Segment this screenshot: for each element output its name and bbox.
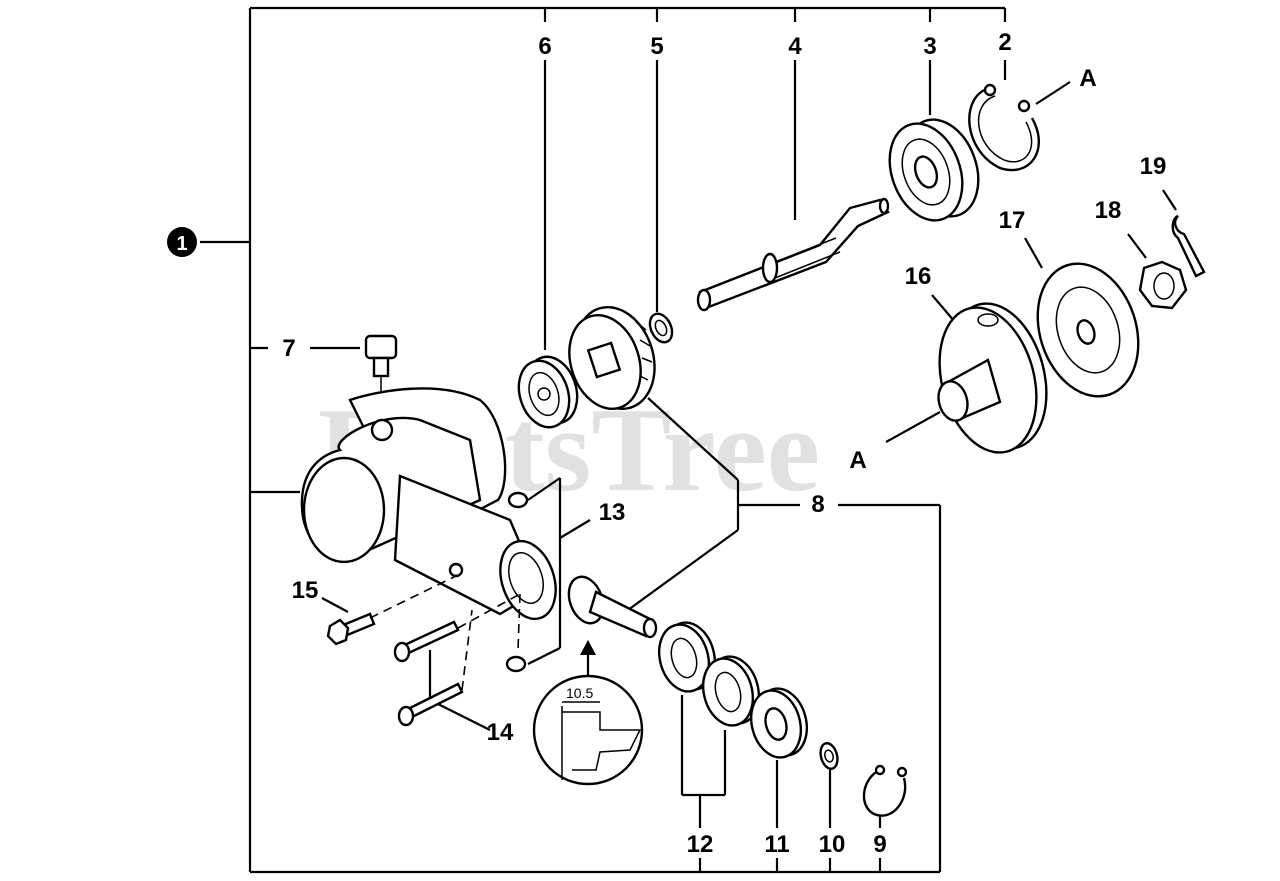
callout-16: 16 (905, 263, 932, 290)
bearing-3 (888, 118, 980, 222)
bearing-6 (517, 355, 579, 429)
cotter-pin-19 (1171, 214, 1206, 278)
bolt-15 (326, 612, 376, 646)
detail-inset: 10.5 (532, 640, 644, 786)
screws-14 (393, 620, 464, 727)
bearing-11 (750, 687, 808, 759)
assembly-marker: 1 (167, 227, 197, 257)
washer-10 (819, 742, 839, 770)
bevel-gear (568, 305, 656, 411)
washer-5 (648, 312, 674, 344)
snap-ring-2 (968, 83, 1041, 172)
callout-12: 12 (687, 831, 714, 858)
callout-14: 14 (487, 719, 514, 746)
bolt-7 (364, 334, 398, 428)
snap-ring-9 (862, 764, 908, 817)
callout-10: 10 (819, 831, 846, 858)
reference-mark-a-bottom: A (849, 447, 866, 474)
washer-plate-17 (1036, 262, 1140, 398)
blade-holder-16 (937, 302, 1048, 454)
bearings-12 (658, 621, 760, 727)
callout-13: 13 (599, 499, 626, 526)
detail-dimension-label: 10.5 (566, 685, 593, 701)
callout-6: 6 (538, 33, 551, 60)
drive-shaft-4 (696, 197, 890, 312)
retainer-13 (505, 491, 529, 673)
assembly-marker-number: 1 (176, 233, 187, 255)
callout-11: 11 (764, 831, 789, 858)
pinion-gear (567, 575, 658, 639)
alignment-dashes (369, 574, 521, 691)
callout-15: 15 (292, 577, 319, 604)
reference-mark-a-top: A (1079, 65, 1096, 92)
callout-4: 4 (788, 33, 802, 60)
callout-17: 17 (999, 207, 1026, 234)
callout-8: 8 (811, 491, 824, 518)
callout-5: 5 (650, 33, 663, 60)
nut-18 (1138, 260, 1188, 310)
callout-19: 19 (1140, 153, 1167, 180)
callout-2: 2 (998, 29, 1011, 56)
callout-3: 3 (923, 33, 936, 60)
assembly-bracket-lines (200, 6, 1177, 874)
callout-7: 7 (282, 335, 295, 362)
up-arrow-icon (580, 640, 596, 655)
callout-18: 18 (1095, 197, 1122, 224)
callout-9: 9 (873, 831, 886, 858)
